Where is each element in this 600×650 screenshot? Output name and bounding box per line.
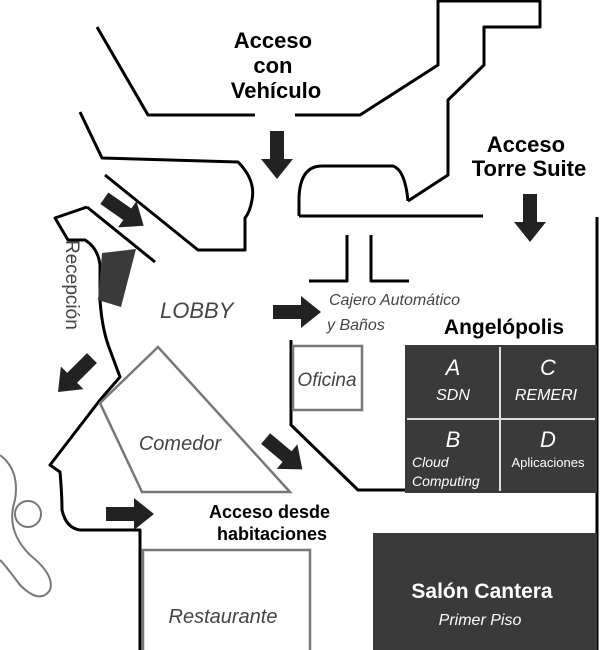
- arrow-down-left-icon: [46, 346, 104, 404]
- garden-path: [0, 454, 52, 598]
- room-letter: C: [540, 355, 556, 380]
- reception-label: Recepción: [61, 240, 82, 330]
- wall-reception-left: [48, 205, 142, 650]
- vehicle-access-label: Acceso con Vehículo: [231, 28, 321, 103]
- wall-dome: [297, 164, 410, 216]
- wall-angelopolis: [289, 340, 435, 492]
- room-name: REMERI: [515, 387, 578, 404]
- wall-reception-top: [86, 205, 156, 264]
- restaurant-room: [141, 548, 312, 650]
- room-letter: D: [540, 427, 556, 452]
- dining-room: [98, 345, 293, 494]
- room-a: A SDN: [436, 355, 470, 404]
- arrow-down-right-icon: [95, 185, 153, 239]
- room-name: Aplicaciones: [512, 455, 585, 470]
- arrow-right-icon: [106, 498, 154, 530]
- angelopolis-title: Angelópolis: [444, 316, 564, 339]
- restaurant-label: Restaurante: [169, 606, 278, 628]
- arrow-right-icon: [273, 296, 321, 328]
- reception-desk: [98, 249, 136, 307]
- office-label: Oficina: [297, 370, 356, 391]
- rooms-access-label: Acceso desde habitaciones: [209, 502, 335, 544]
- office-room: [291, 344, 364, 412]
- suite-access-label: Acceso Torre Suite: [472, 132, 587, 181]
- room-c: C REMERI: [515, 355, 578, 404]
- room-letter: A: [444, 355, 461, 380]
- wall-t-left: [309, 235, 349, 283]
- arrow-down-icon: [261, 131, 293, 179]
- salon-title: Salón Cantera: [411, 580, 553, 603]
- room-d: D Aplicaciones: [512, 427, 585, 470]
- salon-subtitle: Primer Piso: [439, 612, 522, 629]
- wall-top-right: [295, 0, 542, 203]
- arrow-down-right-icon: [255, 426, 313, 482]
- fountain: [14, 500, 42, 528]
- atm-label: Cajero Automático y Baños: [326, 292, 464, 334]
- dining-label: Comedor: [139, 433, 223, 455]
- wall-top-left: [95, 26, 255, 117]
- room-letter: B: [446, 427, 461, 452]
- arrow-down-icon: [514, 194, 546, 242]
- wall-building: [78, 111, 255, 252]
- room-name: Cloud Computing: [412, 454, 480, 489]
- lobby-label: LOBBY: [160, 298, 235, 323]
- wall-t-right: [369, 235, 409, 283]
- room-b: B Cloud Computing: [412, 427, 480, 489]
- room-name: SDN: [436, 387, 470, 404]
- salon-cantera-room: [373, 533, 597, 650]
